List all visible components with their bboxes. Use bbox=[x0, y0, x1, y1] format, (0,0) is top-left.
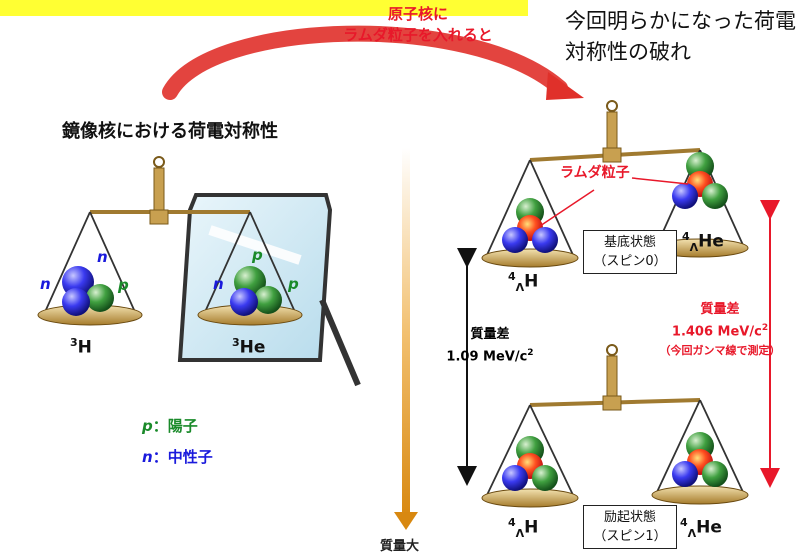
lambda-label: ラムダ粒子 bbox=[560, 165, 630, 181]
mass-axis-arrow bbox=[394, 148, 418, 530]
ground-nucleus-4lhe: 4ΛHe bbox=[682, 230, 724, 255]
left-panel-heading: 鏡像核における荷電対称性 bbox=[62, 121, 278, 142]
lambda-pointer-left bbox=[539, 189, 595, 227]
particle-label-p-right: p bbox=[288, 275, 299, 293]
legend-proton: p：陽子 bbox=[142, 417, 198, 435]
particle-label-n-right: n bbox=[213, 275, 224, 293]
nucleus-3h: 3H bbox=[70, 336, 92, 358]
nucleus-3he: 3He bbox=[232, 336, 266, 358]
ground-state-box: 基底状態 （スピン0） bbox=[583, 230, 677, 274]
excited-nucleus-4lhe: 4ΛHe bbox=[680, 516, 722, 541]
particle-label-n-top: n bbox=[97, 248, 108, 266]
excited-state-box: 励起状態 （スピン1） bbox=[583, 505, 677, 549]
excited-nucleus-4lh: 4ΛH bbox=[508, 516, 539, 541]
mass-diff-red-label: 質量差 1.406 MeV/c2 （今回ガンマ線で測定） bbox=[659, 302, 781, 358]
lambda-pointer-right bbox=[631, 177, 689, 185]
left-balance-scale bbox=[37, 156, 303, 326]
mass-diff-black-label: 質量差 1.09 MeV/c2 bbox=[446, 327, 534, 365]
mass-axis-label: 質量大 bbox=[380, 539, 420, 554]
arrow-label-line1: 原子核に bbox=[387, 5, 448, 23]
legend-neutron: n：中性子 bbox=[142, 448, 213, 466]
caption: 今回明らかになった荷電対称性の破れ bbox=[565, 6, 799, 68]
particle-label-p-top: p bbox=[252, 246, 263, 264]
yellow-banner bbox=[0, 0, 528, 16]
arrow-label-line2: ラムダ粒子を入れると bbox=[343, 26, 493, 44]
excited-state-scale bbox=[481, 344, 749, 508]
ground-nucleus-4lh: 4ΛH bbox=[508, 270, 539, 295]
particle-label-n-left: n bbox=[40, 275, 51, 293]
particle-label-p-left: p bbox=[118, 276, 129, 294]
curved-arrow bbox=[162, 25, 584, 100]
arrow-label: 原子核に ラムダ粒子を入れると bbox=[308, 4, 528, 46]
